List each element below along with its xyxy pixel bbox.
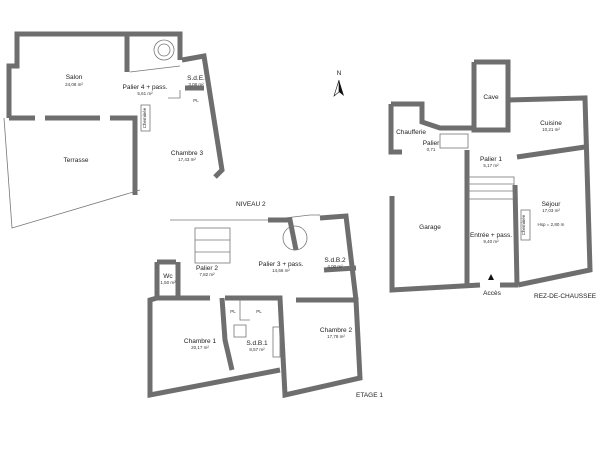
room-palier4-area: 5,61 m² bbox=[137, 91, 153, 96]
room-sejour-area: 17,03 m² bbox=[542, 208, 560, 213]
level-label-etage1: ETAGE 1 bbox=[356, 392, 383, 399]
room-entree-area: 9,40 m² bbox=[483, 239, 499, 244]
room-terrasse: Terrasse bbox=[64, 157, 89, 164]
room-chambre3-area: 17,43 m² bbox=[178, 157, 196, 162]
room-palier3-area: 14,66 m² bbox=[272, 268, 290, 273]
north-arrow-icon bbox=[333, 79, 344, 97]
room-cuisine: Cuisine bbox=[540, 120, 562, 127]
room-palier1-area: 5,17 m² bbox=[483, 163, 499, 168]
room-palier0: Palier bbox=[423, 140, 440, 147]
room-palier0-area: 0,71 bbox=[427, 147, 436, 152]
rdc-plan bbox=[388, 59, 593, 293]
room-palier3: Palier 3 + pass. bbox=[259, 261, 304, 268]
room-sdb2: S.d.B.2 bbox=[324, 257, 346, 264]
room-palier4: Palier 4 + pass. bbox=[123, 84, 168, 91]
room-salon: Salon bbox=[66, 74, 83, 81]
room-chambre3: Chambre 3 bbox=[171, 150, 204, 157]
room-sdb1-area: 8,57 m² bbox=[249, 347, 265, 352]
label-cheminee-rdc: Cheminée bbox=[521, 214, 526, 235]
label-pl-1: PL bbox=[230, 309, 236, 314]
label-acces: Accès bbox=[483, 290, 501, 297]
niveau2-plan bbox=[3, 31, 225, 229]
label-cheminee: Cheminée bbox=[142, 107, 147, 128]
room-sdb1: S.d.B.1 bbox=[246, 340, 268, 347]
room-palier1: Palier 1 bbox=[480, 156, 502, 163]
room-chaufferie: Chaufferie bbox=[396, 129, 426, 136]
room-sejour-hsp: Hsp = 2,80 m bbox=[538, 222, 565, 227]
room-sde-area: 3,08 m² bbox=[188, 82, 204, 87]
room-chambre1: Chambre 1 bbox=[184, 338, 217, 345]
room-garage: Garage bbox=[419, 224, 441, 231]
room-sdb2-area: 4,00 m² bbox=[327, 264, 343, 269]
room-sde: S.d.E. bbox=[187, 75, 205, 82]
north-label: N bbox=[337, 70, 342, 77]
room-chambre2: Chambre 2 bbox=[320, 327, 353, 334]
room-palier2-area: 7,82 m² bbox=[199, 272, 215, 277]
room-chambre2-area: 17,78 m² bbox=[327, 334, 345, 339]
room-cuisine-area: 10,21 m² bbox=[542, 127, 560, 132]
room-chambre1-area: 20,17 m² bbox=[191, 345, 209, 350]
room-sejour: Séjour bbox=[542, 201, 562, 208]
room-wc-area: 1,50 m² bbox=[160, 280, 176, 285]
room-wc: Wc bbox=[163, 273, 173, 280]
room-entree: Entrée + pass. bbox=[470, 232, 512, 239]
label-pl: PL bbox=[193, 98, 199, 103]
room-salon-area: 24,08 m² bbox=[65, 82, 83, 87]
room-cave: Cave bbox=[483, 94, 499, 101]
level-label-rdc: REZ-DE-CHAUSSEE bbox=[534, 293, 597, 300]
etage1-plan bbox=[147, 213, 363, 399]
label-pl-2: PL bbox=[256, 309, 262, 314]
level-label-niveau2: NIVEAU 2 bbox=[236, 201, 266, 208]
room-palier2: Palier 2 bbox=[196, 265, 218, 272]
